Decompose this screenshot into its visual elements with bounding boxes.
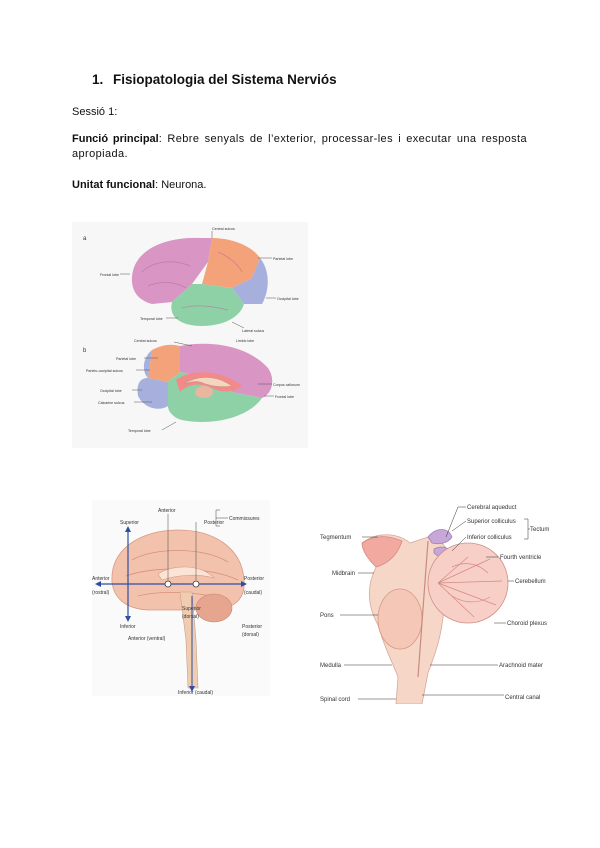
lateral-brain-view: a Central sulcus Parietal lobe Frontal l… bbox=[83, 227, 299, 333]
label-posterior-dorsal: Posterior bbox=[242, 624, 262, 630]
label-temporal-b: Temporal lobe bbox=[128, 429, 151, 433]
label-tegmentum: Tegmentum bbox=[320, 535, 351, 541]
medial-brain-view: b Central sulcus Limbic lobe Parietal lo… bbox=[83, 339, 300, 433]
label-occipital-a: Occipital lobe bbox=[277, 297, 299, 301]
functional-unit-label: Unitat funcional bbox=[72, 179, 155, 191]
label-parieto-occipital: Parieto-occipital sulcus bbox=[86, 369, 123, 373]
label-cerebellum: Cerebellum bbox=[515, 579, 546, 585]
label-cerebral-aqueduct: Cerebral aqueduct bbox=[467, 505, 517, 511]
label-caudal: (caudal) bbox=[244, 590, 262, 596]
label-dorsal-2: (dorsal) bbox=[242, 632, 259, 638]
label-commissures: Commissures bbox=[229, 516, 260, 522]
functional-unit-text: : Neurona. bbox=[155, 179, 206, 191]
label-fourth-ventricle: Fourth ventricle bbox=[500, 555, 542, 561]
label-central-sulcus-b: Central sulcus bbox=[134, 339, 157, 343]
label-arachnoid: Arachnoid mater bbox=[499, 663, 543, 669]
brain-axes-figure: Anterior Posterior Commissures Superior … bbox=[92, 500, 270, 696]
panel-a-label: a bbox=[83, 236, 87, 242]
label-inferior: Inferior bbox=[120, 624, 136, 630]
functional-unit-paragraph: Unitat funcional: Neurona. bbox=[72, 178, 527, 193]
thalamus bbox=[195, 386, 213, 398]
label-midbrain: Midbrain bbox=[332, 571, 355, 577]
heading-number: 1. bbox=[92, 72, 103, 87]
label-posterior-right: Posterior bbox=[244, 576, 264, 582]
label-occipital-b: Occipital lobe bbox=[100, 389, 122, 393]
label-lateral-sulcus: Lateral sulcus bbox=[242, 329, 264, 333]
label-spinal-cord: Spinal cord bbox=[320, 697, 350, 703]
cerebellum-axes bbox=[196, 594, 232, 622]
label-corpus-callosum: Corpus callosum bbox=[273, 383, 300, 387]
main-function-label: Funció principal bbox=[72, 133, 159, 145]
panel-b-label: b bbox=[83, 348, 87, 354]
anterior-commissure-marker bbox=[165, 581, 171, 587]
label-inferior-colliculus: Inferior colliculus bbox=[467, 535, 512, 541]
label-anterior-ventral: Anterior (ventral) bbox=[128, 636, 166, 642]
label-limbic: Limbic lobe bbox=[236, 339, 254, 343]
label-pons: Pons bbox=[320, 613, 334, 619]
label-frontal-a: Frontal lobe bbox=[100, 273, 119, 277]
up-arrow-icon bbox=[125, 526, 131, 532]
label-rostral: (rostral) bbox=[92, 590, 110, 596]
label-temporal-a: Temporal lobe bbox=[140, 317, 163, 321]
label-medulla: Medulla bbox=[320, 663, 342, 669]
label-anterior-top: Anterior bbox=[158, 508, 176, 514]
brain-lobes-figure: a Central sulcus Parietal lobe Frontal l… bbox=[72, 222, 308, 448]
section-heading: 1. Fisiopatologia del Sistema Nerviós bbox=[92, 72, 337, 87]
label-superior: Superior bbox=[120, 520, 139, 526]
label-central-sulcus-a: Central sulcus bbox=[212, 227, 235, 231]
down-arrow-icon bbox=[125, 616, 131, 622]
brainstem-figure: Cerebral aqueduct Superior colliculus Te… bbox=[318, 497, 556, 704]
heading-title: Fisiopatologia del Sistema Nerviós bbox=[113, 72, 337, 87]
label-anterior-left: Anterior bbox=[92, 576, 110, 582]
posterior-commissure-marker bbox=[193, 581, 199, 587]
pons-region bbox=[378, 589, 422, 649]
label-superior-dorsal: Superior bbox=[182, 606, 201, 612]
label-posterior-top: Posterior bbox=[204, 520, 224, 526]
session-label: Sessió 1: bbox=[72, 106, 117, 118]
label-central-canal: Central canal bbox=[505, 695, 540, 701]
label-inferior-caudal: Inferior (caudal) bbox=[178, 690, 213, 696]
label-calcarine: Calcarine sulcus bbox=[98, 401, 125, 405]
label-tectum: Tectum bbox=[530, 527, 549, 533]
label-dorsal-paren: (dorsal) bbox=[182, 614, 199, 620]
label-parietal-a: Parietal lobe bbox=[273, 257, 293, 261]
label-superior-colliculus: Superior colliculus bbox=[467, 519, 516, 525]
label-frontal-b: Frontal lobe bbox=[275, 395, 294, 399]
main-function-paragraph: Funció principal: Rebre senyals de l’ext… bbox=[72, 132, 527, 162]
label-parietal-b: Parietal lobe bbox=[116, 357, 136, 361]
label-choroid-plexus: Choroid plexus bbox=[507, 621, 547, 627]
